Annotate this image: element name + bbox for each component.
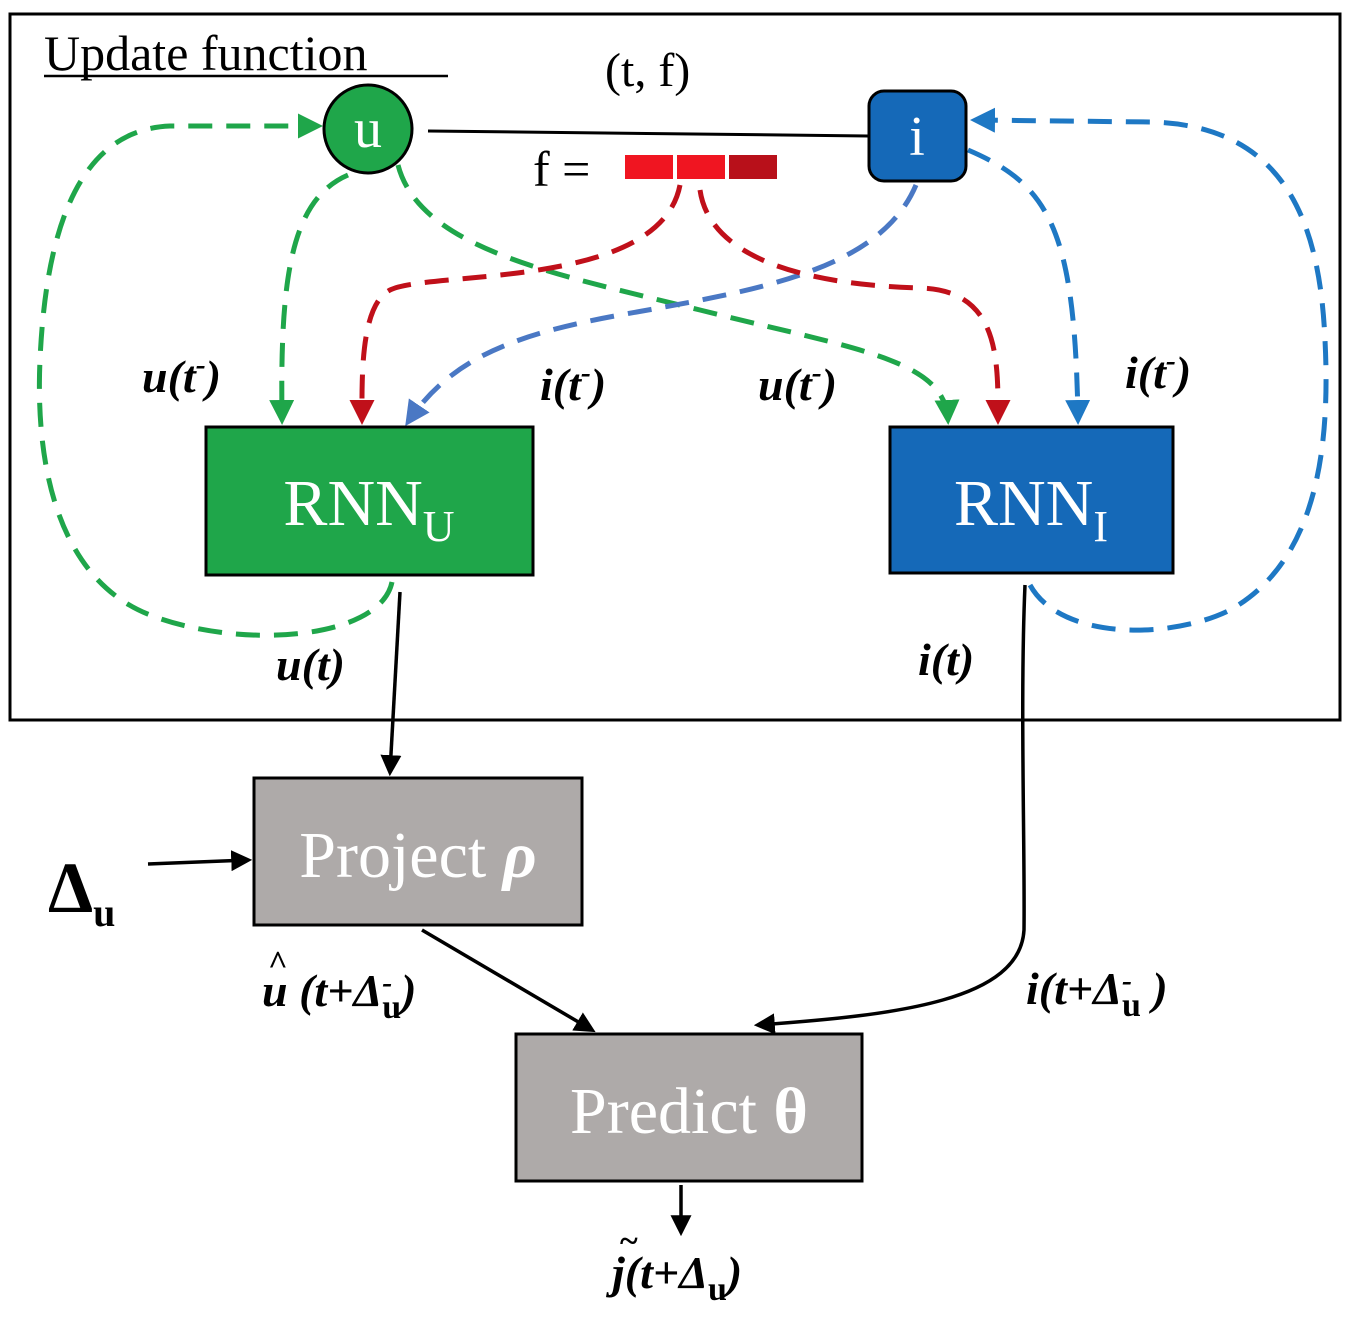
label-i-prev-right: i(t-) xyxy=(1125,344,1191,398)
rnn-item-subscript: I xyxy=(1093,502,1108,551)
red-f-to-rnni-arrow xyxy=(697,189,1011,425)
rnni-to-predict-arrow xyxy=(753,584,1027,1035)
update-function-title: Update function xyxy=(44,25,368,81)
predict-symbol: θ xyxy=(774,1075,808,1148)
label-u-prev-left: u(t-) xyxy=(142,348,221,402)
feature-cell-1 xyxy=(625,155,673,179)
blue-loop-arrow xyxy=(970,107,1329,633)
project-box xyxy=(252,776,584,927)
label-u-t: u(t) xyxy=(276,639,345,690)
rnn-item-box xyxy=(888,425,1175,575)
update-function-frame xyxy=(8,12,1342,722)
feature-cell-2 xyxy=(677,155,725,179)
interaction-label: (t, f) xyxy=(605,44,690,97)
red-dashed-flows xyxy=(349,184,1011,425)
green-u-to-rnnu-arrow xyxy=(269,172,349,425)
item-node xyxy=(867,89,968,183)
project-to-predict-arrow xyxy=(421,928,596,1033)
blue-dashed-flows xyxy=(967,107,1329,633)
rnn-user-subscript: U xyxy=(423,502,455,551)
rnn-item-label: RNNI xyxy=(954,467,1108,551)
slate-i-to-rnnu-arrow xyxy=(405,184,919,427)
item-node-letter: i xyxy=(909,106,925,168)
label-i-t: i(t) xyxy=(918,634,974,685)
green-loop-arrow xyxy=(36,113,395,638)
predict-box xyxy=(514,1032,864,1183)
red-f-to-rnnu-arrow xyxy=(349,184,683,425)
delta-to-project-arrow xyxy=(147,850,253,872)
project-symbol: ρ xyxy=(501,819,537,892)
user-node-letter: u xyxy=(354,98,382,160)
label-u-prev-right: u(t-) xyxy=(758,356,837,410)
rnn-user-label: RNNU xyxy=(283,467,454,551)
interaction-edge xyxy=(427,129,869,138)
feature-prefix: f = xyxy=(533,141,590,197)
label-i-prev-left: i(t-) xyxy=(540,356,606,410)
label-i-future: i(t+Δ-u ) xyxy=(1026,963,1168,1024)
user-node xyxy=(322,83,414,175)
feature-cell-3 xyxy=(729,155,777,179)
green-u-to-rnni-arrow xyxy=(395,164,960,425)
j-tilde-accent: ~ xyxy=(620,1223,638,1260)
u-hat-accent: ^ xyxy=(268,945,288,982)
label-j-tilde: j(t+Δu) xyxy=(605,1247,742,1308)
rnn-user-box xyxy=(204,425,535,577)
label-u-hat: u (t+Δ-u) xyxy=(262,965,417,1026)
predict-label: Predict θ xyxy=(570,1075,808,1148)
project-label: Project ρ xyxy=(299,819,536,892)
blue-i-to-rnni-arrow xyxy=(967,147,1091,425)
green-dashed-flows xyxy=(36,113,960,638)
delta-label: Δu xyxy=(48,848,115,935)
rnnu-to-project-arrow xyxy=(380,591,402,777)
